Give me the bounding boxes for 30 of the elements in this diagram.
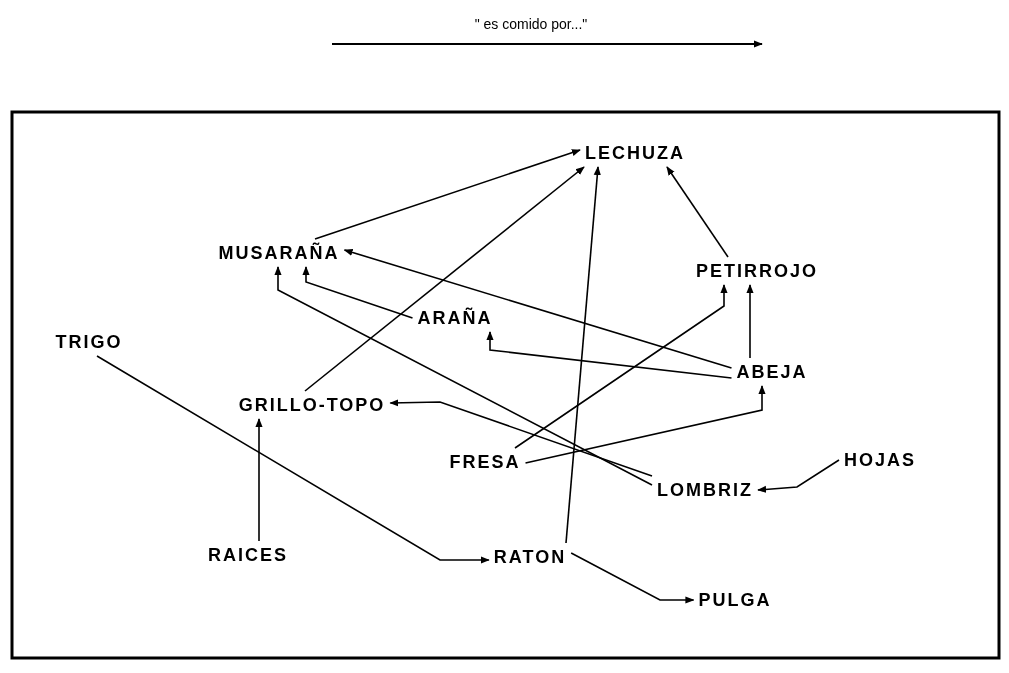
arrow bbox=[274, 266, 653, 486]
species-label: TRIGO bbox=[54, 331, 124, 353]
arrow bbox=[314, 149, 581, 240]
species-label: ARAÑA bbox=[416, 307, 494, 329]
species-label: LOMBRIZ bbox=[656, 479, 754, 501]
species-label: LECHUZA bbox=[584, 142, 686, 164]
species-label: RATON bbox=[492, 546, 568, 568]
arrow bbox=[389, 399, 653, 477]
species-label: PULGA bbox=[697, 589, 773, 611]
arrow bbox=[757, 459, 840, 493]
arrow bbox=[486, 331, 733, 379]
species-label: FRESA bbox=[448, 451, 522, 473]
arrow bbox=[524, 385, 766, 464]
arrow bbox=[255, 418, 263, 542]
arrow bbox=[343, 248, 733, 369]
arrow bbox=[302, 266, 414, 319]
species-label: MUSARAÑA bbox=[217, 242, 341, 264]
arrow bbox=[304, 166, 585, 392]
species-label: HOJAS bbox=[843, 449, 917, 471]
arrow bbox=[514, 284, 728, 449]
arrow bbox=[565, 166, 601, 544]
arrow bbox=[96, 355, 490, 564]
species-label: GRILLO-TOPO bbox=[237, 394, 387, 416]
legend-text: " es comido por..." bbox=[474, 16, 588, 32]
species-label: PETIRROJO bbox=[695, 260, 819, 282]
species-label: ABEJA bbox=[735, 361, 809, 383]
arrow bbox=[666, 166, 729, 258]
arrow bbox=[746, 284, 754, 359]
species-label: RAICES bbox=[207, 544, 289, 566]
arrow bbox=[570, 552, 695, 604]
